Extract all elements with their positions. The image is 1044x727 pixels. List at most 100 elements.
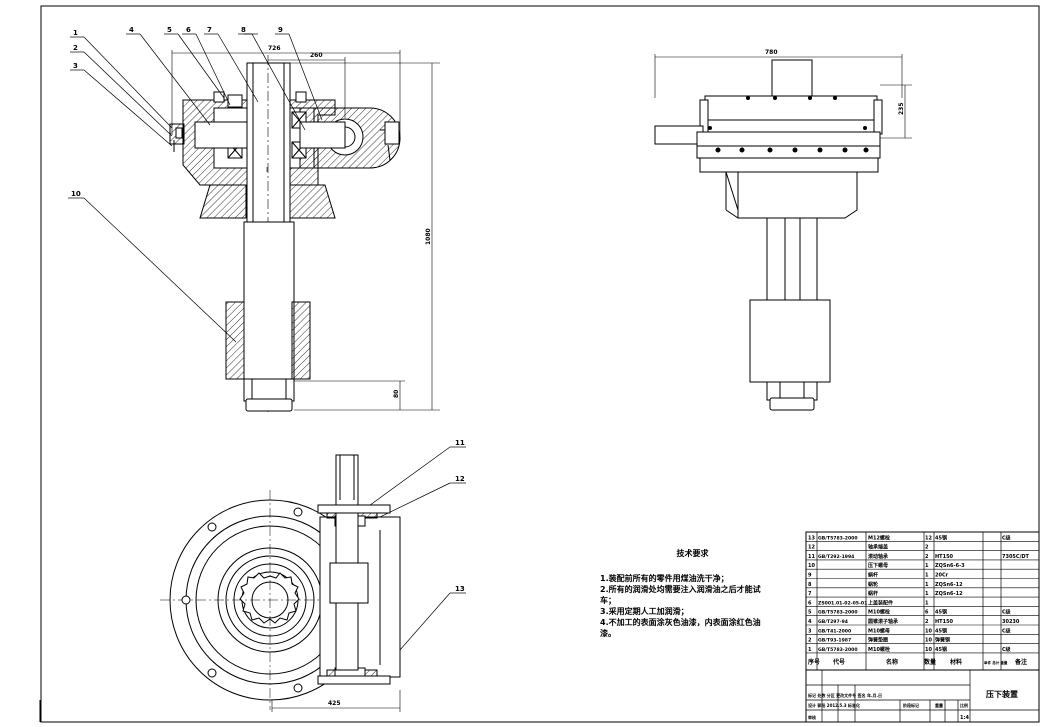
- callout-11: 11: [455, 439, 465, 447]
- bom-cell-material: HT150: [935, 619, 954, 625]
- bom-cell-code: ZS001.01-02-05-01: [818, 600, 867, 606]
- bom-cell-no: 4: [808, 619, 812, 625]
- bom-header-material: 材料: [949, 658, 962, 666]
- tech-title: 技术要求: [676, 549, 709, 558]
- nut-right-half: [291, 301, 311, 380]
- bom-cell-code: GB/T5783-2000: [818, 535, 858, 541]
- bom-cell-code: GB/T297-94: [818, 619, 848, 625]
- front-dimension-labels: 726 260 1080 80: [268, 45, 432, 398]
- bom-cell-code: GB/T5783-2000: [818, 610, 858, 616]
- bom-cell-no: 5: [808, 610, 812, 616]
- callout-3: 3: [73, 62, 78, 70]
- bom-cell-name: M10螺栓: [868, 609, 890, 616]
- bom-cell-material: ZQSn6-12: [935, 591, 963, 597]
- tech-item-2: 2.所有的润滑处均需要注入润滑油之后才能试车；: [600, 585, 761, 605]
- side-top-shaft: [771, 59, 813, 99]
- nut-left-half: [225, 301, 245, 380]
- tech-item-3: 3.采用定期人工加润滑；: [600, 607, 689, 616]
- bom-cell-no: 9: [808, 573, 812, 579]
- bom-cell-no: 10: [808, 563, 815, 569]
- bom-cell-qty: 1: [925, 600, 929, 606]
- bom-cell-no: 11: [808, 554, 815, 560]
- callout-9: 9: [278, 26, 283, 34]
- bom-cell-qty: 2: [925, 545, 929, 551]
- callout-1: 1: [73, 29, 78, 37]
- bom-cell-note: C级: [1002, 627, 1011, 634]
- bom-cell-note: C级: [1002, 534, 1011, 541]
- svg-text:I: I: [266, 166, 268, 174]
- bom-header-no: 序号: [807, 658, 820, 666]
- bom-header-name: 名称: [886, 658, 898, 666]
- bom-cell-qty: 12: [925, 535, 932, 541]
- bom-header-note: 备注: [1014, 658, 1027, 666]
- bom-cell-code: GB/T41-2000: [818, 628, 851, 634]
- mark-row: 标记 处数 分区 更改文件号 签名 年.月.日: [807, 692, 882, 698]
- bom-cell-name: 蜗轮: [868, 581, 878, 588]
- sheet-border: [40, 5, 1040, 723]
- bom-cell-material: 45钢: [935, 627, 947, 634]
- bom-cell-qty: 1: [925, 563, 929, 569]
- callout-5: 5: [167, 26, 172, 34]
- weight-label: 重量: [935, 702, 943, 708]
- bom-header-weight: 单件 总计 重量: [984, 660, 1008, 665]
- dim-1080: 1080: [425, 228, 432, 245]
- bom-cell-name: 圆锥滚子轴承: [868, 618, 898, 625]
- bom-cell-note: C级: [1002, 609, 1011, 616]
- bom-cell-qty: 2: [925, 554, 929, 560]
- bom-cell-qty: 10: [925, 638, 932, 644]
- bom-cell-no: 7: [808, 591, 812, 597]
- bom-cell-name: 压下螺母: [868, 562, 888, 569]
- bom-cell-name: 弹簧垫圈: [868, 637, 888, 644]
- bom-cell-note: 30230: [1002, 619, 1020, 625]
- bom-cell-name: 蜗杆: [868, 590, 878, 597]
- side-upper-housing: [704, 95, 878, 133]
- stage-label: 阶段标记: [903, 702, 919, 708]
- bom-header: 序号 代号 名称 数量 材料 单件 总计 重量 备注: [807, 658, 1027, 666]
- bom-cell-note: 7305C/DT: [1002, 554, 1030, 560]
- bom-cell-no: 1: [808, 647, 812, 653]
- scale-value: 1:4: [960, 715, 969, 721]
- bom-cell-qty: 10: [925, 647, 932, 653]
- tech-item-4: 4.不加工的表面涂灰色油漆，内表面涂红色油漆。: [600, 618, 761, 638]
- bom-cell-no: 13: [808, 535, 815, 541]
- callout-6: 6: [186, 26, 191, 34]
- bom-cell-code: GB/T5783-2000: [818, 647, 858, 653]
- drawing-name: 压下装置: [986, 689, 1018, 699]
- dim-80: 80: [393, 390, 400, 398]
- callout-2: 2: [73, 44, 78, 52]
- bom-cell-material: 45钢: [935, 646, 947, 653]
- side-bolts: [708, 96, 869, 153]
- tech-item-1: 1.装配前所有的零件用煤油洗干净；: [600, 574, 729, 583]
- callout-8: 8: [241, 26, 246, 34]
- bom-cell-name: M12螺栓: [868, 534, 890, 541]
- bom-header-code: 代号: [832, 658, 845, 666]
- dim-235: 235: [898, 102, 905, 115]
- plan-view: [160, 454, 401, 712]
- callout-4: 4: [129, 26, 134, 34]
- bom-cell-qty: 1: [925, 582, 929, 588]
- callout-7: 7: [207, 26, 212, 34]
- bom-cell-qty: 2: [925, 619, 929, 625]
- title-block: [806, 670, 1039, 722]
- bom-cell-no: 2: [808, 638, 812, 644]
- bom-cell-no: 12: [808, 545, 815, 551]
- callout-12: 12: [455, 475, 465, 483]
- dim-425: 425: [328, 700, 341, 707]
- bom-cell-name: 蜗杆: [868, 572, 878, 579]
- bom-cell-no: 3: [808, 628, 812, 634]
- bom-cell-qty: 1: [925, 573, 929, 579]
- side-view: [654, 54, 912, 411]
- dim-726: 726: [268, 45, 281, 52]
- callout-numbers: 1 2 3 4 5 6 7 8 9 10 11 12 13: [71, 26, 465, 593]
- bom-cell-name: 滚动轴承: [868, 553, 888, 560]
- bom-cell-name: 上盖装配件: [868, 599, 893, 606]
- bom-cell-qty: 6: [925, 610, 929, 616]
- title-block-text: 压下装置 标记 处数 分区 更改文件号 签名 年.月.日 设计 郭阳 2012.…: [807, 689, 1018, 721]
- bom-cell-material: 20Cr: [935, 573, 949, 579]
- technical-requirements: 技术要求 1.装配前所有的零件用煤油洗干净； 2.所有的润滑处均需要注入润滑油之…: [600, 548, 765, 639]
- bom-cell-material: 45钢: [935, 534, 947, 541]
- callout-10: 10: [71, 190, 81, 198]
- bom-cell-note: C级: [1002, 646, 1011, 653]
